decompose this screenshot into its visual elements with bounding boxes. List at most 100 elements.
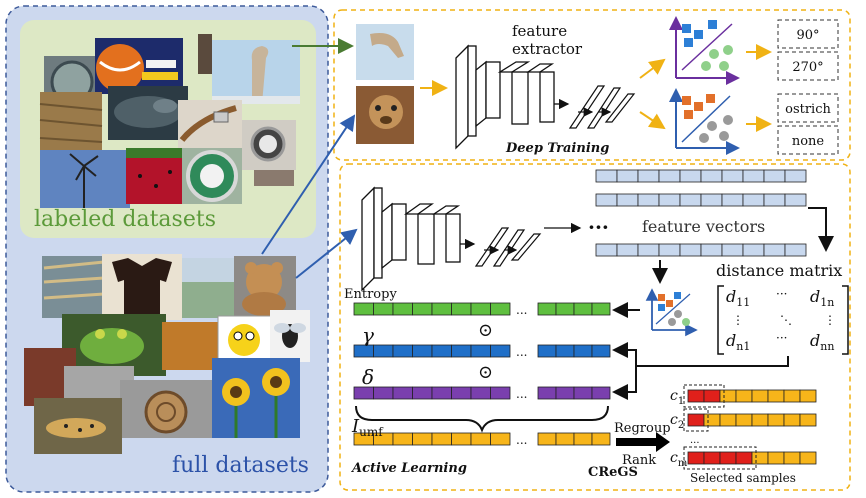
cluster-cell: [751, 451, 769, 465]
feature-vector-cell: [658, 169, 681, 183]
deep-training-title: Deep Training: [505, 141, 609, 156]
metric-cell: [555, 386, 575, 400]
metric-cell: [353, 302, 374, 316]
cluster-cell: [767, 389, 785, 403]
metric-cell: [412, 302, 433, 316]
metric-cell: [591, 386, 611, 400]
class-label-box-none: [777, 125, 839, 155]
feature-vector-cell: [763, 243, 786, 257]
cluster-label-m: cm: [670, 450, 688, 469]
matrix-vdots-left: ⋮: [732, 313, 744, 327]
metric-cell: [451, 344, 472, 358]
feature-vector-cell: [763, 193, 786, 207]
metric-cell: [573, 302, 593, 316]
rotation-scatter-icon: [669, 16, 740, 85]
metric-cell: [470, 302, 491, 316]
matrix-cell-dnn: dnn: [810, 331, 834, 353]
labeled-datasets-title: labeled datasets: [34, 207, 216, 232]
metric-cell: [537, 302, 557, 316]
feature-vector-cell: [679, 243, 702, 257]
feature-vector-cell: [616, 243, 639, 257]
selected-cluster-box: [683, 446, 757, 470]
metric-cell: [392, 386, 413, 400]
metric-cell: [555, 432, 575, 446]
selected-cluster-box: [683, 408, 709, 432]
regroup-label: Regroup: [614, 421, 671, 436]
cluster-cell: [751, 389, 769, 403]
feature-vector-cell: [700, 193, 723, 207]
cluster-cell-selected: [719, 451, 737, 465]
feature-vector-cell: [595, 169, 618, 183]
feature-vector-cell: [721, 193, 744, 207]
cluster-cell: [783, 389, 801, 403]
cluster-cell: [767, 451, 785, 465]
dots-iumf: ...: [516, 433, 527, 447]
cluster-cell: [751, 413, 769, 427]
metric-cell: [490, 302, 511, 316]
cluster-label-1: c1: [670, 388, 684, 407]
metric-cell: [537, 432, 557, 446]
feature-extractor-active: [361, 186, 582, 292]
labeled-image-collage: [39, 34, 300, 208]
matrix-ellipsis-top: ···: [776, 287, 787, 301]
feature-vector-cell: [742, 169, 765, 183]
blue-arrow-to-active: [295, 228, 358, 279]
metric-cell: [412, 432, 433, 446]
small-scatter-icon: [645, 288, 698, 337]
regroup-arrow: [616, 432, 670, 452]
entropy-label: Entropy: [344, 287, 397, 302]
metric-cell: [412, 344, 433, 358]
feature-vector-cell: [679, 169, 702, 183]
metric-cell: [470, 432, 491, 446]
orange-arrow-to-class: [639, 111, 666, 130]
feature-vector-cell: [763, 169, 786, 183]
rotation-label-box-270: [777, 51, 839, 81]
cluster-cell-selected: [703, 451, 721, 465]
metric-cell: [573, 344, 593, 358]
distance-matrix: d11 ··· d1n ⋮ ⋱ ⋮ dn1 ··· dnn: [717, 285, 849, 355]
dots-gamma: ...: [516, 345, 527, 359]
odot-2: ⊙: [478, 362, 493, 383]
cluster-cell: [767, 413, 785, 427]
cluster-ellipsis: ···: [690, 438, 700, 449]
feature-vector-cell: [616, 169, 639, 183]
metric-cell: [392, 344, 413, 358]
metric-cell: [392, 432, 413, 446]
cluster-bars: [683, 384, 817, 470]
metric-cell: [490, 344, 511, 358]
metric-bars: [353, 302, 611, 446]
feature-vector-cell: [700, 169, 723, 183]
class-label-none: none: [792, 134, 825, 149]
cluster-cell: [735, 413, 753, 427]
distance-matrix-label: distance matrix: [716, 261, 842, 280]
dots-delta: ...: [516, 387, 527, 401]
feature-vector-cell: [595, 243, 618, 257]
metric-cell: [573, 432, 593, 446]
selected-cluster-box: [683, 384, 725, 408]
orange-image: [162, 322, 218, 370]
blue-arrow-to-deep: [261, 114, 356, 255]
cluster-cell-selected: [687, 389, 705, 403]
class-scatter-icon: [669, 88, 740, 155]
feature-vectors-label: feature vectors: [642, 217, 765, 236]
feature-vector-cell: [742, 193, 765, 207]
metric-cell: [490, 432, 511, 446]
feature-vector-cell: [637, 243, 660, 257]
metric-cell: [451, 432, 472, 446]
cluster-label-2: c2: [670, 412, 684, 431]
matrix-ellipsis-bottom: ···: [776, 331, 787, 345]
active-learning-title: Active Learning: [350, 461, 467, 476]
feature-vector-cell: [784, 193, 807, 207]
matrix-vdots-right: ⋮: [824, 313, 836, 327]
rank-label: Rank: [622, 453, 656, 468]
metric-cell: [431, 302, 452, 316]
feature-vector-cell: [700, 243, 723, 257]
metric-cell: [373, 302, 394, 316]
cluster-cell: [719, 413, 737, 427]
iumf-label: Iumf: [351, 416, 384, 439]
cluster-cell-selected: [687, 413, 705, 427]
feature-vector-cell: [679, 193, 702, 207]
dots-entropy: ...: [516, 303, 527, 317]
feature-vector-cell: [721, 243, 744, 257]
